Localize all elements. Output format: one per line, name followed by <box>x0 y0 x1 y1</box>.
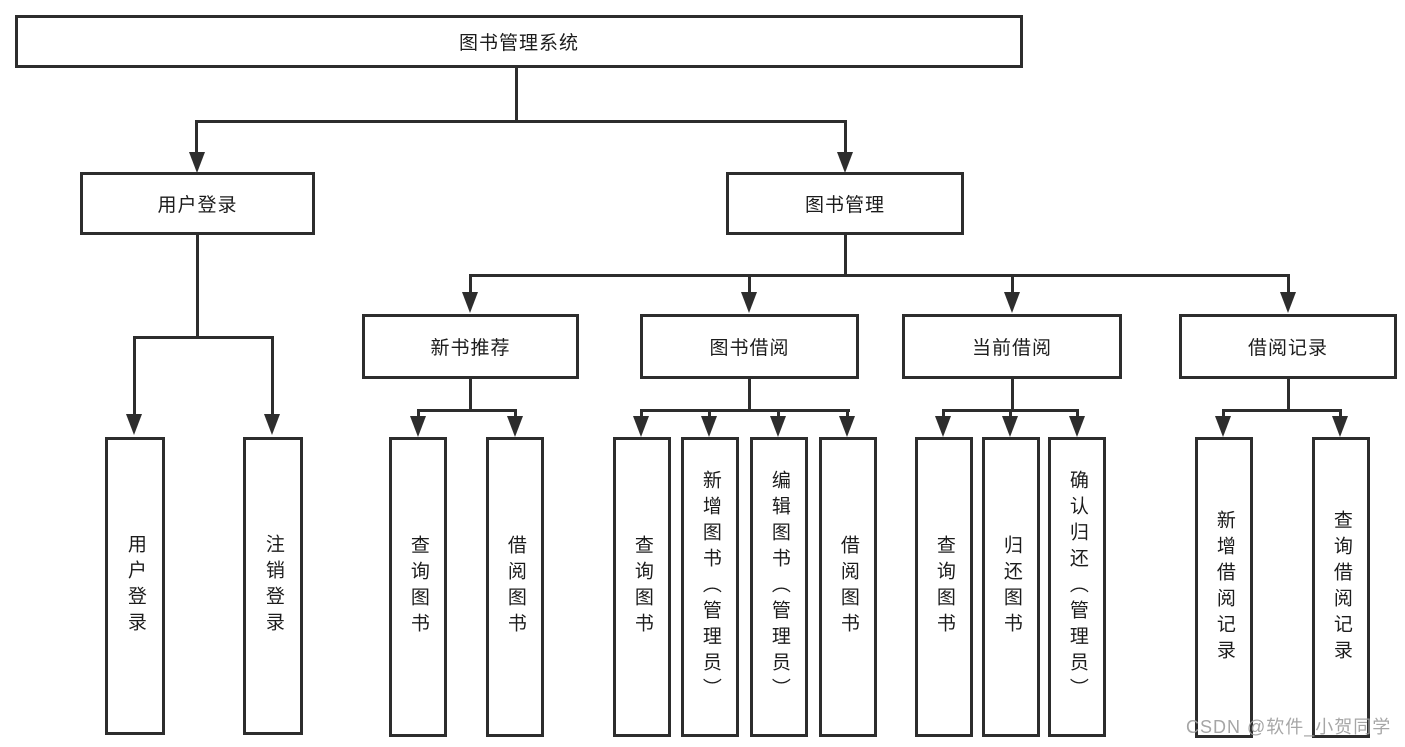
arrow-down-icon <box>770 416 786 437</box>
connector-vline <box>417 409 420 417</box>
node-label: 新书推荐 <box>430 338 511 359</box>
connector-vline <box>1287 274 1290 294</box>
node-borrowing-records: 借阅记录 <box>1179 314 1397 379</box>
leaf-borrow-books-borrowing: 借阅图书 <box>819 437 877 737</box>
node-current-borrowing: 当前借阅 <box>902 314 1122 379</box>
connector-vline <box>133 336 136 416</box>
connector-vline <box>195 120 198 155</box>
connector-hline <box>640 409 850 412</box>
leaf-label: 用户登录 <box>124 534 146 638</box>
arrow-down-icon <box>264 414 280 435</box>
connector-vline <box>514 409 517 417</box>
leaf-label: 新增图书（管理员） <box>699 470 721 704</box>
leaf-label: 新增借阅记录 <box>1213 509 1235 666</box>
leaf-label: 编辑图书（管理员） <box>768 470 790 704</box>
node-label: 当前借阅 <box>971 338 1052 359</box>
node-label: 借阅记录 <box>1247 338 1328 359</box>
arrow-down-icon <box>1069 416 1085 437</box>
arrow-down-icon <box>462 292 478 313</box>
arrow-down-icon <box>839 416 855 437</box>
node-label: 图书借阅 <box>709 338 790 359</box>
connector-vline <box>844 120 847 155</box>
node-book-management: 图书管理 <box>726 172 964 235</box>
watermark-csdn: CSDN @软件_小贺同学 <box>1186 717 1392 737</box>
connector-vline <box>1287 379 1290 411</box>
connector-hline <box>133 336 274 339</box>
connector-vline <box>1222 409 1225 417</box>
connector-hline <box>417 409 517 412</box>
connector-vline <box>196 235 199 336</box>
node-user-login: 用户登录 <box>80 172 315 235</box>
node-label: 图书管理 <box>804 195 885 216</box>
arrow-down-icon <box>837 152 853 173</box>
connector-vline <box>708 409 711 417</box>
arrow-down-icon <box>1215 416 1231 437</box>
connector-vline <box>1076 409 1079 417</box>
leaf-label: 查询图书 <box>933 535 955 639</box>
arrow-down-icon <box>410 416 426 437</box>
connector-vline <box>1011 274 1014 294</box>
leaf-label: 确认归还（管理员） <box>1066 470 1088 704</box>
connector-vline <box>640 409 643 417</box>
leaf-borrow-books-recommend: 借阅图书 <box>486 437 544 737</box>
leaf-query-books-borrowing: 查询图书 <box>613 437 671 737</box>
leaf-add-book-admin: 新增图书（管理员） <box>681 437 739 737</box>
connector-vline <box>748 274 751 294</box>
connector-vline <box>469 379 472 411</box>
arrow-down-icon <box>633 416 649 437</box>
arrow-down-icon <box>507 416 523 437</box>
arrow-down-icon <box>1280 292 1296 313</box>
leaf-query-books-recommend: 查询图书 <box>389 437 447 737</box>
connector-vline <box>942 409 945 417</box>
leaf-query-borrow-record: 查询借阅记录 <box>1312 437 1370 738</box>
leaf-label: 查询图书 <box>631 535 653 639</box>
leaf-edit-book-admin: 编辑图书（管理员） <box>750 437 808 737</box>
connector-vline <box>271 336 274 416</box>
leaf-logout: 注销登录 <box>243 437 303 735</box>
leaf-query-books-current: 查询图书 <box>915 437 973 737</box>
connector-vline <box>1011 379 1014 411</box>
arrow-down-icon <box>701 416 717 437</box>
connector-hline <box>1222 409 1342 412</box>
connector-vline <box>1009 409 1012 417</box>
connector-vline <box>777 409 780 417</box>
arrow-down-icon <box>1004 292 1020 313</box>
leaf-return-books: 归还图书 <box>982 437 1040 737</box>
leaf-user-login: 用户登录 <box>105 437 165 735</box>
connector-vline <box>1339 409 1342 417</box>
node-new-book-recommendation: 新书推荐 <box>362 314 579 379</box>
connector-vline <box>515 68 518 120</box>
leaf-label: 借阅图书 <box>837 535 859 639</box>
connector-vline <box>748 379 751 411</box>
arrow-down-icon <box>189 152 205 173</box>
leaf-label: 注销登录 <box>262 534 284 638</box>
leaf-label: 借阅图书 <box>504 535 526 639</box>
leaf-confirm-return-admin: 确认归还（管理员） <box>1048 437 1106 737</box>
connector-vline <box>844 235 847 274</box>
node-label: 用户登录 <box>157 195 238 216</box>
leaf-label: 查询借阅记录 <box>1330 509 1352 666</box>
connector-vline <box>846 409 849 417</box>
node-library-management-system: 图书管理系统 <box>15 15 1023 68</box>
arrow-down-icon <box>126 414 142 435</box>
connector-hline <box>469 274 1290 277</box>
arrow-down-icon <box>1002 416 1018 437</box>
arrow-down-icon <box>935 416 951 437</box>
connector-hline <box>196 120 847 123</box>
arrow-down-icon <box>1332 416 1348 437</box>
leaf-label: 归还图书 <box>1000 535 1022 639</box>
node-book-borrowing: 图书借阅 <box>640 314 859 379</box>
leaf-add-borrow-record: 新增借阅记录 <box>1195 437 1253 738</box>
arrow-down-icon <box>741 292 757 313</box>
node-label: 图书管理系统 <box>458 33 579 54</box>
leaf-label: 查询图书 <box>407 535 429 639</box>
connector-vline <box>469 274 472 294</box>
